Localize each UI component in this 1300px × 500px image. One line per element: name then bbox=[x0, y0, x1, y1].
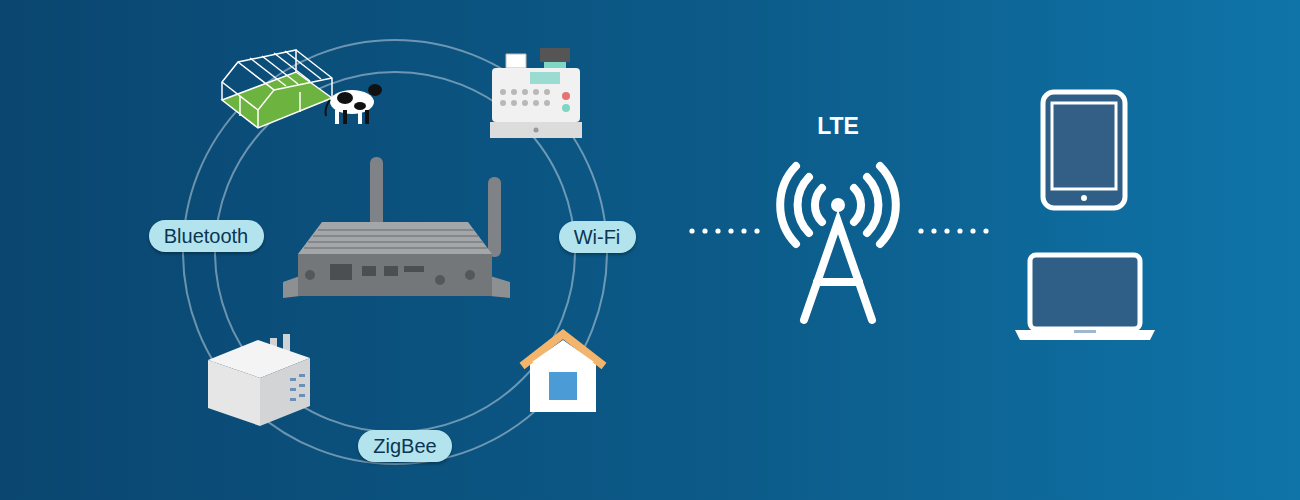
cash-register-icon bbox=[490, 48, 582, 138]
house-icon bbox=[522, 334, 604, 412]
protocol-pill: ZigBee bbox=[358, 430, 452, 462]
tablet-icon bbox=[1043, 92, 1125, 208]
protocol-pill: Bluetooth bbox=[149, 220, 264, 252]
protocol-name: ZigBee bbox=[373, 434, 436, 458]
outer-ring bbox=[183, 40, 607, 464]
smart-plug-icon bbox=[208, 334, 310, 426]
cow-icon bbox=[326, 84, 383, 124]
router bbox=[283, 157, 510, 298]
dotted-link bbox=[689, 228, 759, 233]
lte-tower bbox=[780, 166, 896, 320]
protocol-name: Wi-Fi bbox=[574, 225, 621, 249]
protocol-pill: Wi-Fi bbox=[559, 221, 636, 253]
dotted-link bbox=[918, 228, 988, 233]
protocol-name: Bluetooth bbox=[164, 224, 249, 248]
network-label: LTE bbox=[817, 113, 859, 141]
greenhouse-icon bbox=[222, 50, 332, 128]
laptop-icon bbox=[1015, 255, 1155, 340]
